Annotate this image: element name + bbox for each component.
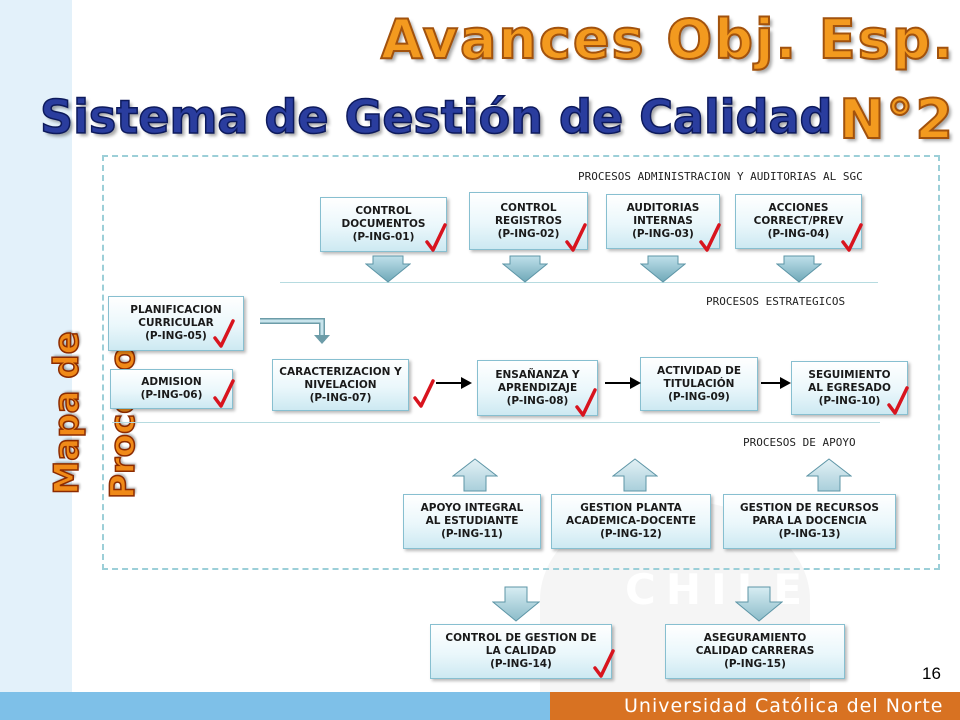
side-title: Mapa de Procesos: [46, 326, 144, 500]
down-arrow-icon: [640, 255, 686, 283]
down-arrow-icon: [502, 255, 548, 283]
process-box-p-ing-11[interactable]: APOYO INTEGRAL AL ESTUDIANTE (P-ING-11): [403, 494, 541, 549]
bent-arrow-icon: [260, 318, 330, 344]
checkmark-icon: [425, 223, 447, 252]
section-label-support: PROCESOS DE APOYO: [743, 436, 856, 449]
section-label-strategic: PROCESOS ESTRATEGICOS: [706, 295, 846, 308]
checkmark-icon: [213, 319, 235, 348]
process-map-frame: [102, 155, 940, 570]
process-box-p-ing-10[interactable]: SEGUIMIENTO AL EGRESADO (P-ING-10): [791, 361, 908, 415]
up-arrow-icon: [612, 458, 658, 492]
up-arrow-icon: [452, 458, 498, 492]
process-box-p-ing-14[interactable]: CONTROL DE GESTION DE LA CALIDAD (P-ING-…: [430, 624, 612, 679]
right-arrow-icon: [436, 377, 472, 389]
checkmark-icon: [413, 379, 435, 408]
footer-orange-band: [550, 692, 960, 720]
process-box-p-ing-06[interactable]: ADMISION (P-ING-06): [110, 369, 233, 409]
process-box-p-ing-09[interactable]: ACTIVIDAD DE TITULACIÓN (P-ING-09): [640, 357, 758, 411]
process-box-p-ing-13[interactable]: GESTION DE RECURSOS PARA LA DOCENCIA (P-…: [723, 494, 896, 549]
checkmark-icon: [213, 379, 235, 408]
page-subtitle: Sistema de Gestión de Calidad: [39, 89, 833, 145]
process-box-p-ing-02[interactable]: CONTROL REGISTROS (P-ING-02): [469, 192, 588, 250]
page-number: 16: [922, 664, 941, 683]
checkmark-icon: [699, 223, 721, 252]
page-title: Avances Obj. Esp. N°2: [380, 7, 955, 152]
divider-support: [112, 422, 880, 423]
process-box-p-ing-04[interactable]: ACCIONES CORRECT/PREV (P-ING-04): [735, 194, 862, 249]
process-box-p-ing-07[interactable]: CARACTERIZACION Y NIVELACION (P-ING-07): [272, 359, 409, 411]
checkmark-icon: [593, 649, 615, 678]
down-arrow-icon: [735, 586, 783, 622]
right-arrow-icon: [605, 377, 641, 389]
checkmark-icon: [565, 223, 587, 252]
down-arrow-icon: [492, 586, 540, 622]
watermark-text: CHILE: [625, 565, 813, 614]
right-arrow-icon: [761, 377, 791, 389]
process-box-p-ing-12[interactable]: GESTION PLANTA ACADEMICA-DOCENTE (P-ING-…: [551, 494, 711, 549]
footer-university-name: Universidad Católica del Norte: [624, 695, 944, 717]
down-arrow-icon: [776, 255, 822, 283]
divider-strategic: [280, 282, 878, 283]
checkmark-icon: [575, 388, 597, 417]
process-box-p-ing-08[interactable]: ENSAÑANZA Y APRENDIZAJE (P-ING-08): [477, 360, 598, 416]
left-decor-strip: [0, 0, 72, 692]
process-box-p-ing-03[interactable]: AUDITORIAS INTERNAS (P-ING-03): [606, 194, 720, 249]
down-arrow-icon: [365, 255, 411, 283]
checkmark-icon: [841, 223, 863, 252]
section-label-admin: PROCESOS ADMINISTRACION Y AUDITORIAS AL …: [578, 170, 863, 183]
up-arrow-icon: [806, 458, 852, 492]
checkmark-icon: [887, 386, 909, 415]
process-box-p-ing-15[interactable]: ASEGURAMIENTO CALIDAD CARRERAS (P-ING-15…: [665, 624, 845, 679]
footer-bar: [0, 692, 960, 720]
footer-blue-band: [0, 692, 550, 720]
